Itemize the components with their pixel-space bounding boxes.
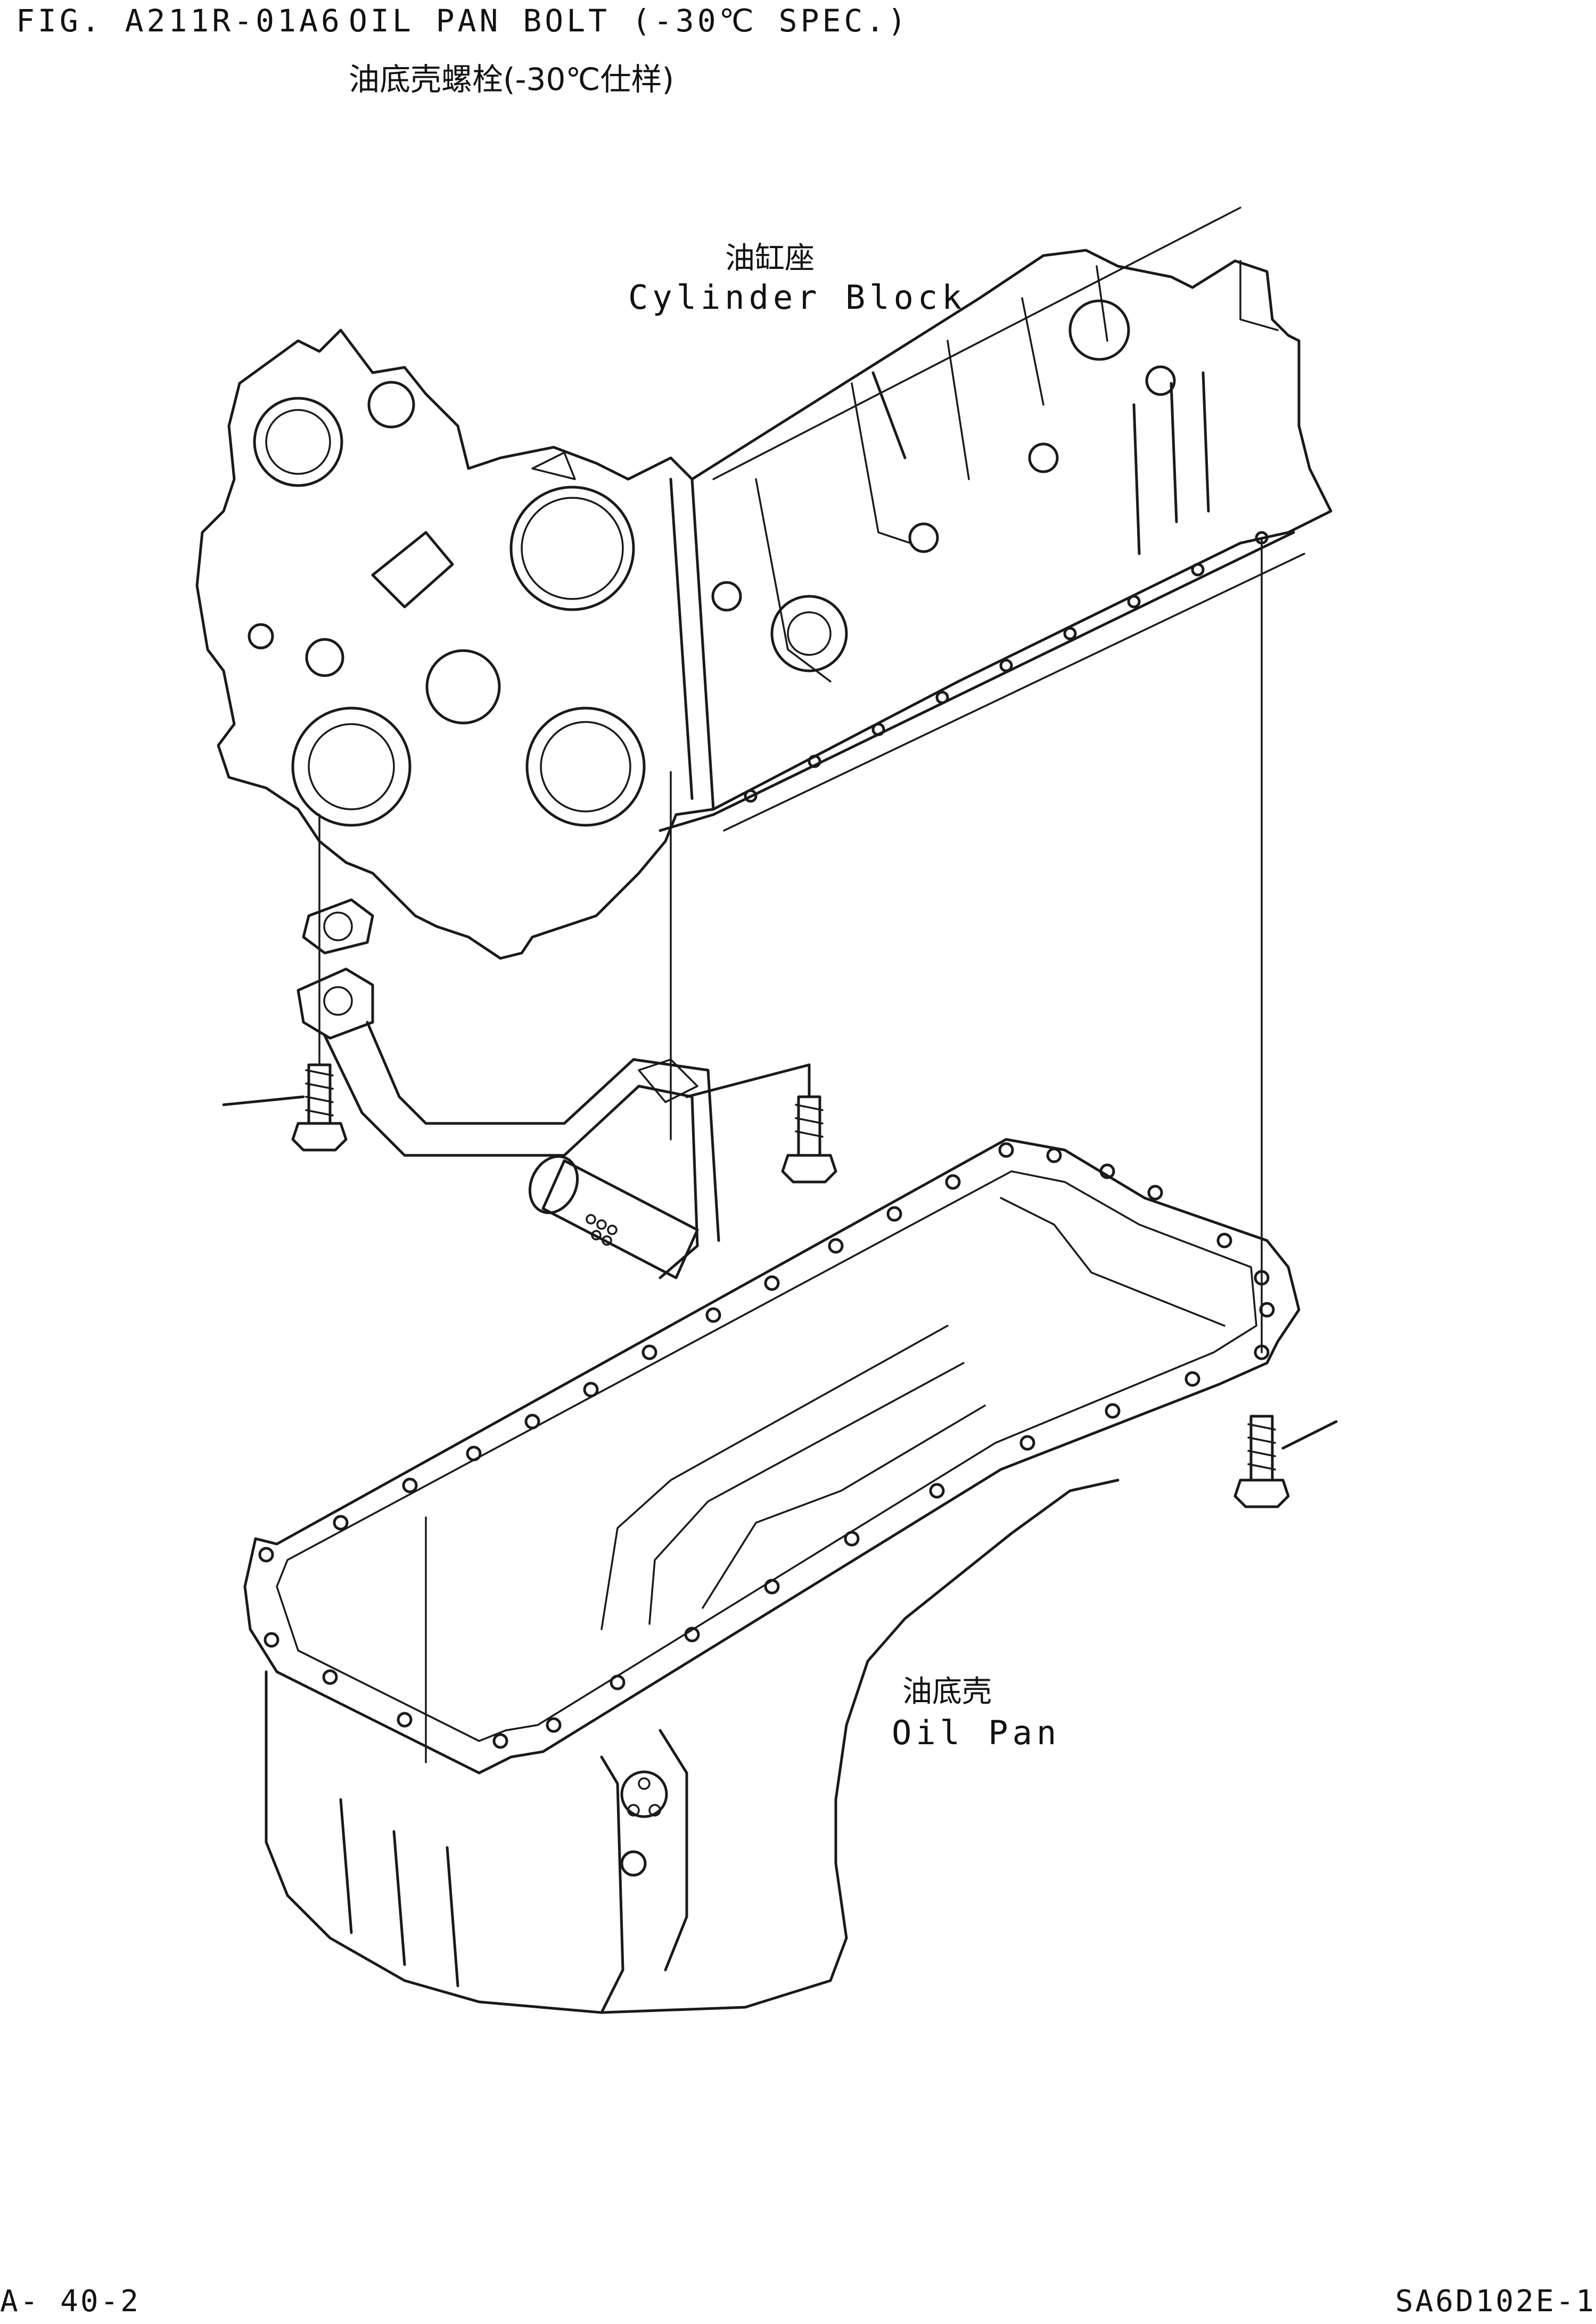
alignment-lines xyxy=(318,537,1263,1353)
cylinder-block-label-en: Cylinder Block xyxy=(628,278,966,317)
figure-title-cn: 油底壳螺栓(-30℃仕样) xyxy=(349,61,674,97)
cylinder-block-label-cn: 油缸座 xyxy=(725,241,815,276)
figure-code: FIG. A211R-01A6 xyxy=(16,3,343,39)
cylinder-block-drawing xyxy=(195,207,1332,960)
bolt-drawing xyxy=(222,1063,1338,1508)
oil-pan-label-en: Oil Pan xyxy=(892,1713,1061,1752)
oil-pan-drawing xyxy=(243,1138,1301,2014)
oil-pan-label-cn: 油底壳 xyxy=(902,1674,992,1709)
figure-title-en: OIL PAN BOLT (-30℃ SPEC.) xyxy=(349,3,910,39)
suction-pipe-drawing xyxy=(297,898,720,1279)
document-code: SA6D102E-1 xyxy=(1395,2284,1596,2319)
page-number: A- 40-2 xyxy=(0,2284,141,2319)
